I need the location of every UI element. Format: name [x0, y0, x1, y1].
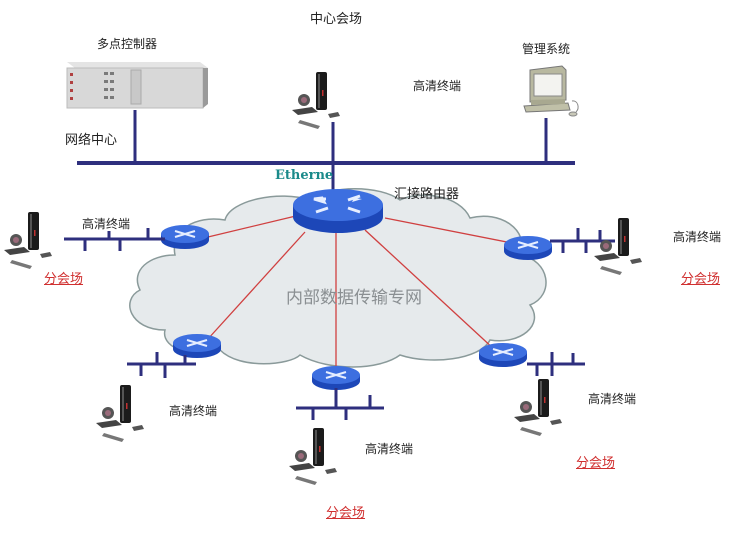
mcu-label: 多点控制器 — [97, 37, 158, 51]
cloud-label: 内部数据传输专网 — [286, 288, 422, 308]
branch-bottom-right-terminal-label: 高清终端 — [588, 392, 637, 406]
branch-left-site-label[interactable]: 分会场 — [44, 272, 84, 287]
branch-bottom-left-terminal-label: 高清终端 — [169, 404, 218, 418]
branch-left-terminal-label: 高清终端 — [82, 217, 131, 231]
branch-bottom-right-site-label[interactable]: 分会场 — [576, 456, 616, 471]
core-router — [293, 189, 383, 233]
branch-right-terminal-label: 高清终端 — [673, 230, 722, 244]
left-terminal-icon — [4, 212, 52, 269]
core-router-label: 汇接路由器 — [394, 187, 460, 202]
branch-bus-bottom-left — [127, 352, 196, 378]
management-system-label: 管理系统 — [522, 42, 571, 56]
branch-bus-bottom-right — [527, 352, 585, 376]
bottom-left-terminal-icon — [96, 385, 144, 442]
link-left — [207, 214, 301, 238]
edge-router-bottom-left — [173, 334, 221, 358]
mcu-device — [66, 62, 208, 109]
link-bottom-left — [206, 231, 306, 341]
router-links — [206, 214, 513, 372]
branch-bottom-center-terminal-label: 高清终端 — [365, 442, 414, 456]
branch-right-site-label[interactable]: 分会场 — [681, 272, 721, 287]
edge-router-right — [504, 236, 552, 260]
right-terminal-icon — [594, 218, 642, 275]
network-center-label: 网络中心 — [65, 133, 118, 148]
router-arrows-icon — [313, 194, 362, 214]
center-terminal-icon — [292, 72, 340, 129]
bottom-center-terminal-icon — [289, 428, 337, 485]
branch-bus-bottom-center — [296, 388, 384, 420]
center-venue-label: 中心会场 — [310, 12, 363, 27]
management-pc-icon — [523, 65, 579, 117]
edge-router-left — [161, 225, 209, 249]
edge-router-bottom-right — [479, 343, 527, 367]
bottom-right-terminal-icon — [514, 379, 562, 436]
branch-bus-left — [64, 228, 165, 251]
ethernet-label: Etherne — [275, 168, 334, 183]
center-terminal-label: 高清终端 — [413, 79, 462, 93]
branch-bottom-center-site-label[interactable]: 分会场 — [326, 506, 366, 521]
edge-router-bottom-center — [312, 366, 360, 390]
link-bottom-right — [364, 229, 496, 351]
link-right — [384, 217, 513, 244]
